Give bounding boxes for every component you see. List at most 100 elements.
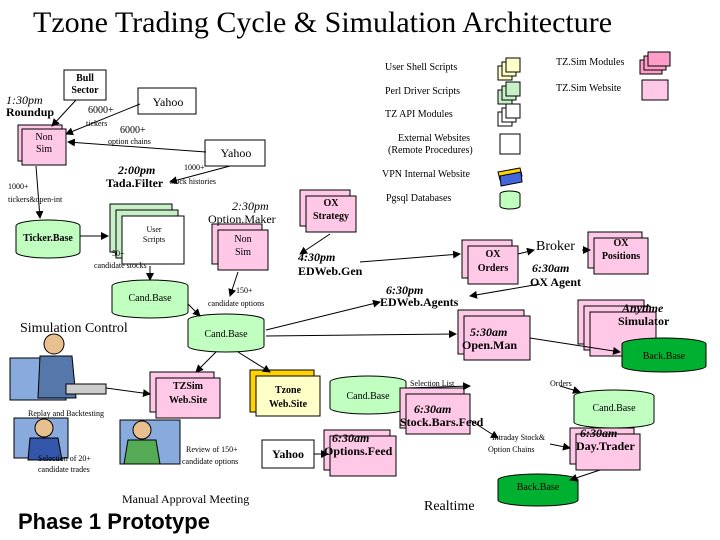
arrow-center-to-tzsim: [195, 351, 217, 373]
time-630-bars-label: 6:30am: [414, 402, 452, 416]
back-base-right-db: [621, 337, 707, 373]
arrow-candbase-to-center: [187, 303, 201, 317]
stock-histories-label: stock histories: [170, 177, 216, 186]
arrow-nonsim-to-candoptions: [228, 271, 239, 297]
time-200-label: 2:00pm: [118, 163, 156, 177]
intraday-label-2: Option Chains: [488, 445, 535, 454]
option-maker-label: Option.Maker: [208, 212, 276, 226]
broker-label: Broker: [536, 239, 575, 254]
cand-base-left-db: [111, 279, 189, 319]
tickers-open-int-label: tickers&open-int: [8, 195, 63, 204]
ox-strategy-stack: [299, 189, 357, 233]
time-530-label: 5:30am: [470, 325, 508, 339]
cand-base-center-label: Cand.Base: [204, 329, 248, 340]
arrow-edwgen-to-orders: [359, 250, 461, 263]
tickers-label: tickers: [86, 119, 108, 128]
user-scripts-label-2: Scripts: [142, 235, 166, 244]
count-6000-tickers: 6000+: [88, 105, 114, 116]
non-sim-left-stack: [17, 124, 67, 166]
cand-base-right-db: [573, 389, 655, 429]
open-man-stack: [457, 309, 531, 361]
time-630-daytrader-label: 6:30am: [580, 426, 618, 440]
yahoo-low-label: Yahoo: [271, 447, 304, 461]
ticker-base-label: Ticker.Base: [23, 233, 73, 244]
tada-filter-label: Tada.Filter: [106, 176, 164, 190]
tzone-website-label-1: Tzone: [274, 385, 302, 396]
bull-sector-label-2: Sector: [71, 85, 99, 96]
arrow-center-to-tzone: [237, 351, 271, 373]
arrow-center-to-openman: [265, 330, 457, 339]
stock-bars-feed-label: Stock.Bars.Feed: [400, 415, 484, 429]
tzsim-website-stack: [149, 371, 221, 419]
non-sim-mid-label-2: Sim: [234, 247, 252, 258]
ox-orders-label-1: OX: [485, 249, 501, 260]
legend-tz-api-label: TZ API Modules: [385, 109, 453, 120]
back-base-right-label: Back.Base: [642, 351, 686, 362]
arrow-orders-to-candright: [559, 385, 581, 394]
count-150: 150+: [236, 286, 253, 295]
bull-sector-box: [63, 69, 107, 101]
count-6000-chains: 6000+: [120, 125, 146, 136]
selection-20-label-2: candidate trades: [38, 465, 90, 474]
ox-positions-stack: [587, 231, 649, 275]
selection-list-label: Selection List: [410, 379, 455, 388]
replay-backtesting-label: Replay and Backtesting: [28, 409, 104, 418]
time-130-label: 1:30pm: [6, 93, 43, 107]
review-150-label-2: candidate options: [182, 457, 239, 466]
time-630-broker-label: 6:30am: [532, 261, 570, 275]
arrow-orders-to-broker: [517, 247, 535, 256]
candidate-stocks-label: candidate stocks: [94, 261, 147, 270]
connectors: [35, 99, 621, 482]
legend-tz-api-swatch: [497, 103, 521, 127]
ox-strategy-label-2: Strategy: [312, 211, 350, 222]
option-chains-label: option chains: [108, 137, 151, 146]
edw-web-gen-label: EDWeb.Gen: [298, 264, 363, 278]
orders-label: Orders: [550, 379, 572, 388]
intraday-label-1: Intraday Stock&: [492, 433, 546, 442]
yahoo-mid-box: [204, 139, 266, 167]
open-man-label: Open.Man: [462, 338, 518, 352]
ox-strategy-label-1: OX: [323, 198, 339, 209]
time-630-options-label: 6:30am: [332, 431, 370, 445]
time-430-label: 4:30pm: [298, 250, 336, 264]
person-review-icon: [119, 419, 181, 465]
ox-orders-stack: [461, 239, 519, 285]
legend-tzsim-website-label: TZ.Sim Website: [556, 83, 622, 94]
options-feed-label: Options.Feed: [324, 444, 393, 458]
cand-base-left-label: Cand.Base: [128, 293, 172, 304]
tzone-website-label-2: Web.Site: [268, 399, 308, 410]
person-selection-icon: [13, 417, 69, 461]
simulator-label: Simulator: [618, 314, 670, 328]
arrow-strategy-to-edwgen: [299, 233, 331, 255]
count-1000-left: 1000+: [8, 182, 29, 191]
back-base-low-label: Back.Base: [516, 482, 560, 493]
legend-external-label-2: (Remote Procedures): [388, 145, 473, 156]
cand-base-low-label: Cand.Base: [346, 391, 390, 402]
arrow-nonsim-to-tickerbase: [35, 165, 44, 219]
non-sim-mid-stack: [211, 223, 269, 271]
stock-bars-feed-stack: [399, 387, 471, 435]
ox-orders-label-2: Orders: [477, 263, 509, 274]
legend-tzsim-modules-swatch: [639, 51, 671, 75]
arrow-bull-to-nonsim: [51, 99, 77, 127]
legend-perl-driver-label: Perl Driver Scripts: [385, 86, 460, 97]
legend-perl-driver-swatch: [497, 81, 521, 105]
non-sim-mid-label-1: Non: [234, 234, 252, 245]
arrow-center-to-agents: [265, 299, 381, 331]
legend-swatches: [497, 51, 671, 210]
legend-vpn-swatch: [497, 167, 523, 187]
options-feed-stack: [323, 429, 397, 477]
yahoo-low-box: [261, 439, 315, 469]
selection-20-label-1: Selection of 20+: [38, 454, 91, 463]
legend-user-shell-swatch: [497, 57, 521, 81]
back-base-low-db: [497, 473, 579, 507]
arrow-daytrader-to-backbase: [569, 469, 601, 482]
arrow-barsfeed-to-intraday: [469, 419, 499, 439]
count-1000-histories: 1000+: [184, 163, 205, 172]
count-50: 50+: [112, 249, 125, 258]
legend-vpn-label: VPN Internal Website: [382, 169, 470, 180]
realtime-label: Realtime: [424, 499, 475, 514]
tzsim-website-label-1: TZSim: [172, 381, 203, 392]
legend-external-label-1: External Websites: [398, 133, 471, 144]
